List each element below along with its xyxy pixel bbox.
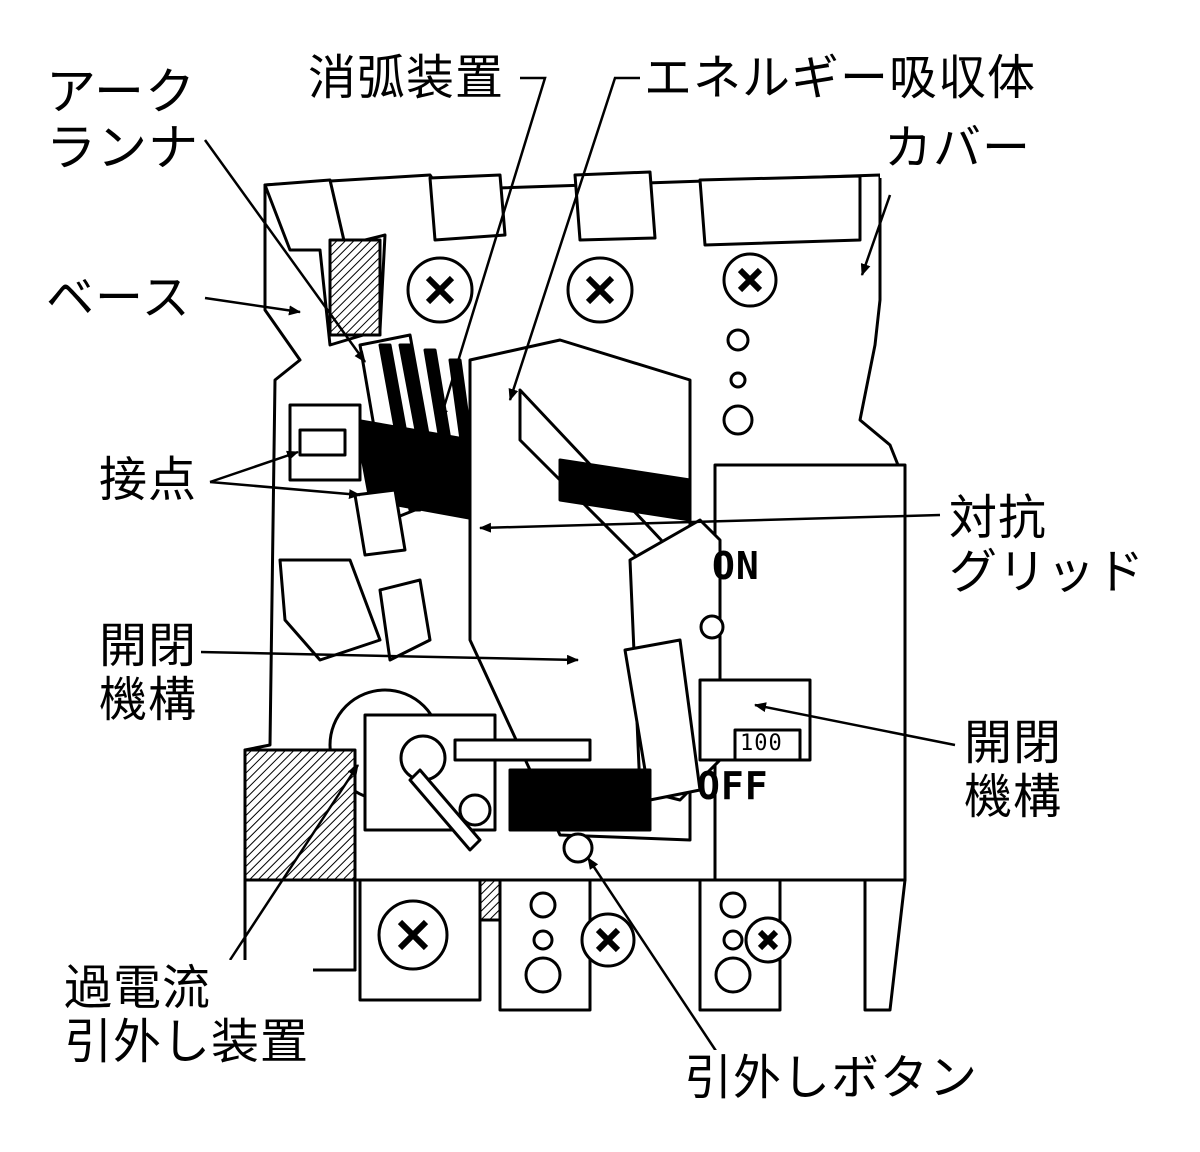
label-arc-extinguisher: 消弧装置 xyxy=(302,50,511,108)
leader-counter-grid xyxy=(479,513,941,533)
leader-arc-extinguisher xyxy=(438,76,547,421)
label-switching-mechanism-right: 開閉 機構 xyxy=(960,715,1067,827)
top-fins-right xyxy=(573,170,657,242)
leader-switch-mech-left xyxy=(199,650,579,665)
top-slot-hatch-left xyxy=(328,238,382,337)
leader-energy-absorber xyxy=(508,76,640,401)
top-fins-mid xyxy=(428,173,507,242)
label-arc-runner: アーク ランナ xyxy=(42,62,203,178)
on-marking: ON xyxy=(712,544,760,588)
rating-marking: 100 xyxy=(740,731,783,756)
label-overcurrent-trip: 過電流 引外し装置 xyxy=(60,960,314,1072)
off-marking: OFF xyxy=(697,764,769,808)
leader-switch-mech-right xyxy=(754,702,956,747)
leader-contacts-2 xyxy=(209,480,361,500)
leader-cover xyxy=(860,194,892,276)
label-contacts: 接点 xyxy=(95,452,202,510)
leader-lines xyxy=(199,76,956,1061)
leader-contacts-1 xyxy=(209,450,299,484)
trip-button-part xyxy=(562,832,594,864)
label-counter-grid: 対抗 グリッド xyxy=(945,490,1150,602)
leader-base xyxy=(204,296,301,316)
label-cover: カバー xyxy=(880,120,1036,178)
label-trip-button: 引外しボタン xyxy=(680,1050,983,1108)
leader-arc-runner xyxy=(203,139,367,363)
label-energy-absorber: エネルギー吸収体 xyxy=(640,50,1041,108)
label-base: ベース xyxy=(42,270,195,328)
leader-overcurrent-trip xyxy=(228,764,360,961)
leader-trip-button xyxy=(586,857,724,1061)
label-switching-mechanism-left: 開閉 機構 xyxy=(95,618,202,730)
cover-right-panel xyxy=(713,463,907,882)
